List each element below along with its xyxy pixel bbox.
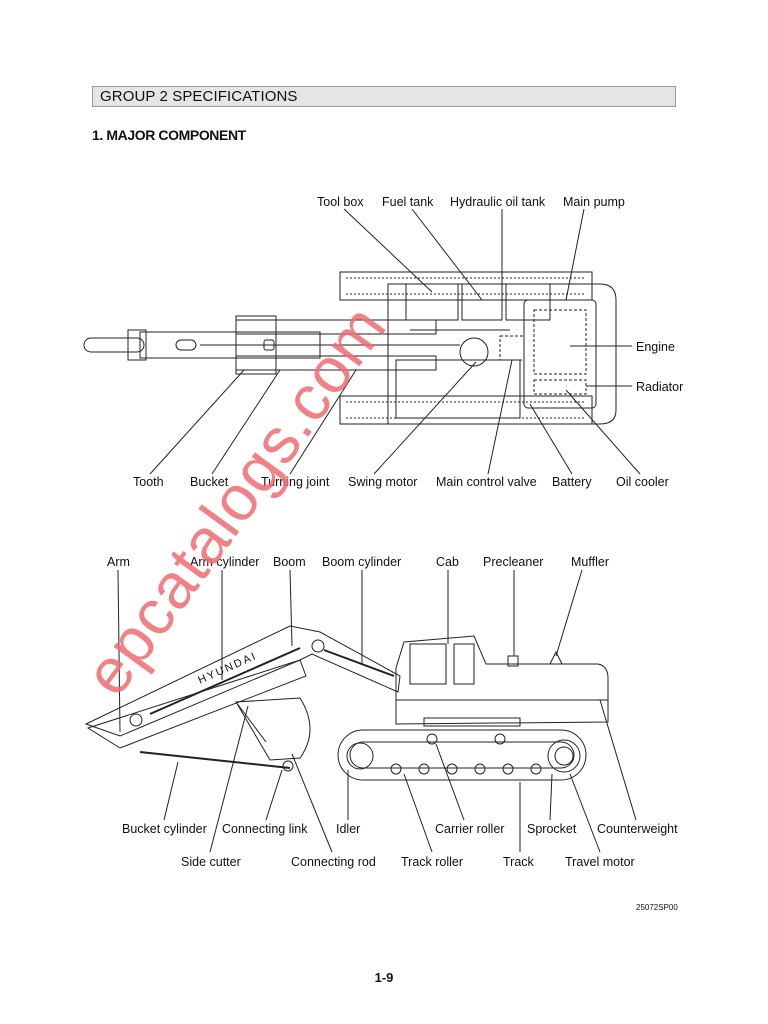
label-engine: Engine xyxy=(636,340,675,354)
label-arm: Arm xyxy=(107,555,130,569)
label-connecting-rod: Connecting rod xyxy=(291,855,376,869)
hydraulic-tank-outline xyxy=(505,283,551,321)
cab-window xyxy=(409,643,447,685)
label-carrier-roller: Carrier roller xyxy=(435,822,504,836)
label-precleaner: Precleaner xyxy=(483,555,543,569)
label-sprocket: Sprocket xyxy=(527,822,577,836)
label-turning-joint: Turning joint xyxy=(261,475,330,489)
section-title: 1. MAJOR COMPONENT xyxy=(92,127,246,143)
label-track: Track xyxy=(503,855,535,869)
label-travel-motor: Travel motor xyxy=(565,855,635,869)
undercarriage-track xyxy=(337,729,587,781)
label-boom: Boom xyxy=(273,555,306,569)
top-view-drawing xyxy=(83,208,641,475)
group-header-bar: GROUP 2 SPECIFICATIONS xyxy=(92,86,676,107)
boom-outline xyxy=(84,625,401,737)
upper-body xyxy=(395,635,609,725)
label-tool-box: Tool box xyxy=(317,195,364,209)
fuel-tank-outline xyxy=(461,283,503,321)
label-hydraulic-oil-tank: Hydraulic oil tank xyxy=(450,195,546,209)
bucket-cylinder-outline xyxy=(139,751,291,769)
label-radiator: Radiator xyxy=(636,380,683,394)
tool-box-outline xyxy=(405,283,459,321)
label-arm-cylinder: Arm cylinder xyxy=(190,555,259,569)
label-counterweight: Counterweight xyxy=(597,822,678,836)
label-bucket-cylinder: Bucket cylinder xyxy=(122,822,207,836)
label-side-cutter: Side cutter xyxy=(181,855,241,869)
upper-track xyxy=(339,271,593,301)
label-swing-motor: Swing motor xyxy=(348,475,417,489)
label-idler: Idler xyxy=(336,822,360,836)
precleaner-outline xyxy=(507,655,519,667)
upper-structure xyxy=(387,283,617,425)
label-battery: Battery xyxy=(552,475,592,489)
muffler-outline xyxy=(549,650,563,665)
label-boom-cylinder: Boom cylinder xyxy=(322,555,401,569)
engine-outline xyxy=(523,299,597,409)
lower-track xyxy=(339,395,593,425)
top-view-labels: Tool box Fuel tank Hydraulic oil tank Ma… xyxy=(133,195,683,489)
label-bucket-top: Bucket xyxy=(190,475,229,489)
side-view-drawing xyxy=(84,569,637,853)
side-view-labels: Arm Arm cylinder Boom Boom cylinder Cab … xyxy=(107,555,678,869)
label-tooth: Tooth xyxy=(133,475,164,489)
group-title: GROUP 2 SPECIFICATIONS xyxy=(100,88,298,105)
arm-outline xyxy=(86,659,307,749)
figure-code: 25072SP00 xyxy=(636,903,678,912)
label-main-pump: Main pump xyxy=(563,195,625,209)
label-cab: Cab xyxy=(436,555,459,569)
label-main-control-valve: Main control valve xyxy=(436,475,537,489)
sprocket-outline xyxy=(547,739,581,773)
bucket-outline xyxy=(235,697,311,761)
label-track-roller: Track roller xyxy=(401,855,463,869)
label-muffler: Muffler xyxy=(571,555,609,569)
label-fuel-tank: Fuel tank xyxy=(382,195,434,209)
label-oil-cooler: Oil cooler xyxy=(616,475,669,489)
label-connecting-link: Connecting link xyxy=(222,822,308,836)
page-number: 1-9 xyxy=(374,970,394,985)
